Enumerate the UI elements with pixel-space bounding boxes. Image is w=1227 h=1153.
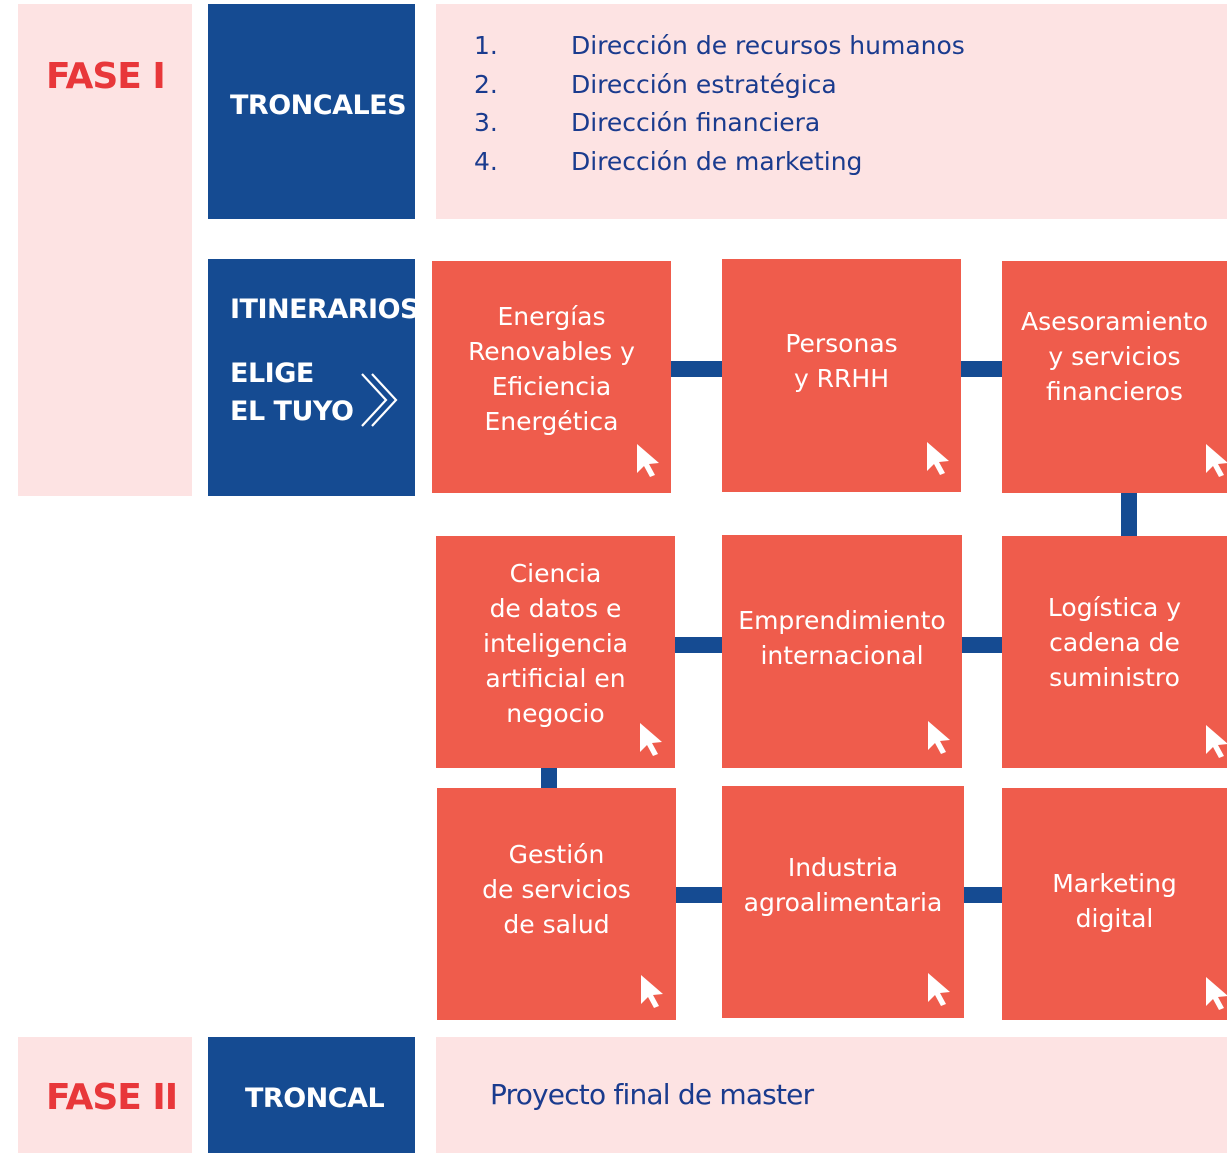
double-chevron-right-icon [361, 373, 398, 427]
mouse-pointer-icon [1206, 725, 1227, 758]
phase2-label: FASE II [46, 1077, 178, 1118]
itinerary-tile-asesoramiento[interactable]: Asesoramiento y servicios financieros [1002, 261, 1227, 493]
mouse-pointer-icon [637, 444, 659, 477]
connector [1121, 493, 1137, 536]
connector [670, 361, 722, 377]
connector [962, 637, 1002, 653]
troncales-box [208, 4, 415, 219]
itinerarios-label: ITINERARIOS [230, 294, 419, 325]
mouse-pointer-icon [1206, 444, 1227, 477]
itinerary-tile-energias[interactable]: Energías Renovables y Eficiencia Energét… [432, 261, 671, 493]
connector [541, 768, 557, 788]
itinerary-tile-personas[interactable]: Personas y RRHH [722, 259, 961, 492]
mouse-pointer-icon [641, 975, 663, 1008]
project-panel [436, 1037, 1227, 1153]
elige-line2: EL TUYO [230, 396, 354, 427]
phase1-label: FASE I [46, 56, 166, 97]
phase1-panel [18, 4, 192, 496]
troncales-list-panel: 1.Dirección de recursos humanos 2.Direcc… [436, 4, 1227, 219]
elige-line1: ELIGE [230, 358, 314, 389]
itinerarios-box [208, 259, 415, 496]
itinerary-tile-industria-agro[interactable]: Industria agroalimentaria [722, 786, 964, 1018]
connector [963, 887, 1002, 903]
mouse-pointer-icon [928, 973, 950, 1006]
itinerary-tile-logistica[interactable]: Logística y cadena de suministro [1002, 536, 1227, 768]
connector [675, 887, 725, 903]
project-text: Proyecto final de master [490, 1078, 814, 1111]
connector [961, 361, 1002, 377]
troncal-label: TRONCAL [245, 1083, 385, 1114]
itinerary-tile-gestion-salud[interactable]: Gestión de servicios de salud [437, 788, 676, 1020]
course-item: 2.Dirección estratégica [474, 69, 837, 99]
course-item: 1.Dirección de recursos humanos [474, 31, 965, 60]
troncales-label: TRONCALES [230, 90, 407, 121]
mouse-pointer-icon [1206, 977, 1227, 1010]
phase2-panel [18, 1037, 192, 1153]
troncales-list: 1.Dirección de recursos humanos 2.Direcc… [474, 27, 965, 181]
troncal-box [208, 1037, 415, 1153]
itinerary-tile-marketing-digital[interactable]: Marketing digital [1002, 788, 1227, 1020]
itinerary-tile-emprendimiento[interactable]: Emprendimiento internacional [722, 535, 962, 768]
mouse-pointer-icon [640, 723, 662, 756]
mouse-pointer-icon [928, 721, 950, 754]
itinerary-tile-ciencia-datos[interactable]: Ciencia de datos e inteligencia artifici… [436, 536, 675, 768]
connector [674, 637, 722, 653]
course-item: 4.Dirección de marketing [474, 146, 863, 176]
mouse-pointer-icon [927, 442, 949, 475]
course-item: 3.Dirección financiera [474, 108, 821, 137]
